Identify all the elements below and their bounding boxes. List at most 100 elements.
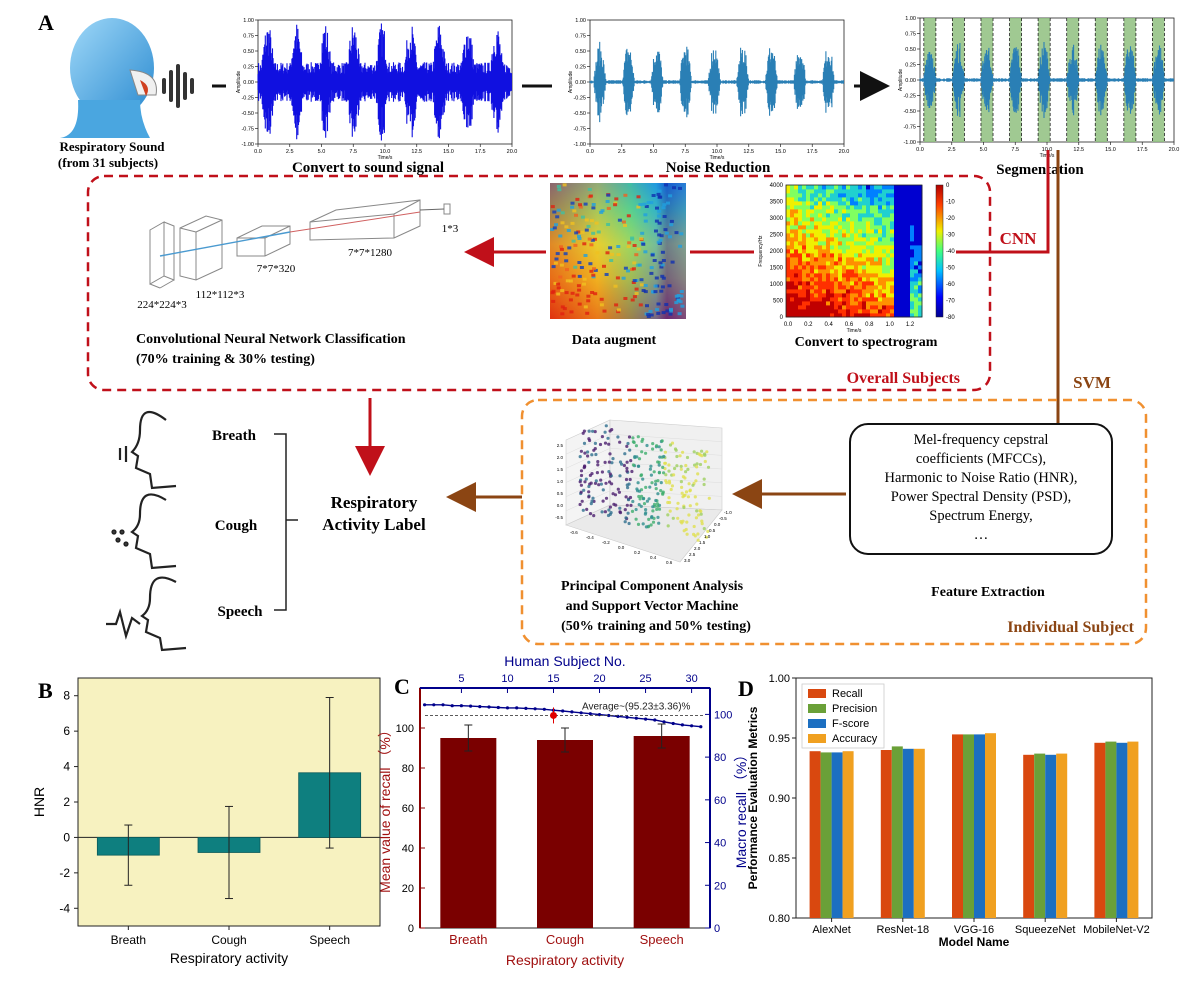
noise-speckle — [556, 292, 561, 296]
pca-3d-scatter-plot: 2.52.01.51.00.50.0-0.5-0.6-0.4-0.20.00.2… — [555, 419, 732, 565]
right-tick-label: 40 — [714, 838, 726, 850]
scatter-point — [582, 429, 587, 433]
noise-speckle — [560, 211, 565, 215]
scatter-point — [625, 460, 629, 464]
noise-speckle — [580, 215, 585, 219]
spectrogram-cell — [898, 229, 903, 234]
spectrogram-cell — [886, 253, 891, 258]
spectrogram-cell — [786, 197, 791, 202]
spectrogram-cell — [882, 269, 887, 274]
spectrogram-cell — [858, 273, 863, 278]
spectrogram-cell — [886, 241, 891, 246]
scatter-point — [616, 487, 620, 491]
noise-speckle — [616, 245, 621, 248]
spectrogram-cell — [854, 213, 859, 218]
spectrogram-cell — [874, 273, 879, 278]
noise-speckle — [589, 245, 594, 249]
noise-speckle — [559, 245, 563, 249]
spectrogram-cell — [874, 269, 879, 274]
macro-recall-point — [561, 709, 565, 713]
spectrogram-cell — [846, 289, 851, 294]
spectrogram-cell — [870, 269, 875, 274]
spectrogram-cell — [866, 249, 871, 254]
noise-speckle — [582, 242, 587, 246]
panel-label-a: A — [38, 10, 54, 35]
spectrogram-cell — [894, 261, 899, 266]
noise-speckle — [586, 294, 591, 298]
spectrogram-cell — [842, 305, 847, 310]
spectrogram-cell — [818, 265, 823, 270]
spectrogram-cell — [914, 229, 919, 234]
noise-speckle — [556, 286, 561, 290]
legend-swatch — [808, 734, 826, 743]
x-tick-label: 5.0 — [650, 149, 658, 155]
noise-speckle — [657, 233, 662, 237]
spectrogram-cell — [834, 229, 839, 234]
x-tick-label: 10.0 — [712, 149, 723, 155]
spectrogram-cell — [814, 285, 819, 290]
spectrogram-cell — [802, 217, 807, 222]
spectrogram-cell — [826, 205, 831, 210]
spectrogram-cell — [910, 281, 915, 286]
spectrogram-cell — [858, 289, 863, 294]
scatter-point — [634, 444, 639, 448]
noise-speckle — [550, 205, 555, 209]
spectrogram-cell — [854, 301, 859, 306]
scatter-point — [667, 469, 671, 473]
spectrogram-cell — [862, 257, 867, 262]
spectrogram-cell — [874, 229, 879, 234]
spectrogram-cell — [898, 197, 903, 202]
noise-speckle — [678, 186, 682, 190]
spectrogram-cell — [818, 185, 823, 190]
noise-speckle — [606, 193, 611, 197]
spectrogram-cell — [862, 313, 867, 318]
noise-speckle — [591, 203, 596, 206]
spectrogram-cell — [910, 289, 915, 294]
scatter-point — [596, 463, 600, 467]
scatter-point — [593, 430, 597, 434]
spectrogram-cell — [918, 217, 923, 222]
spectrogram-cell — [818, 221, 823, 226]
spectrogram-cell — [818, 249, 823, 254]
cnn-path — [990, 150, 1050, 254]
y-tick-label: 4 — [63, 760, 70, 774]
spectrogram-cell — [882, 185, 887, 190]
spectrogram-cell — [834, 209, 839, 214]
spectrogram-cell — [838, 261, 843, 266]
scatter-point — [587, 490, 591, 494]
spectrogram-cell — [918, 201, 923, 206]
scatter-point — [658, 455, 662, 459]
spectrogram-cell — [914, 309, 919, 314]
scatter-point — [700, 522, 704, 526]
spectrogram-cell — [838, 233, 843, 238]
spectrogram-cell — [830, 225, 835, 230]
spectrogram-cell — [794, 285, 799, 290]
x-tick-label: SqueezeNet — [1015, 924, 1076, 936]
cnn-caption-line1: Convolutional Neural Network Classificat… — [136, 332, 406, 347]
y-tick-label: 6 — [63, 724, 70, 738]
spectrogram-cell — [814, 193, 819, 198]
noise-speckle — [606, 206, 611, 210]
spectrogram-cell — [810, 285, 815, 290]
spectrogram-cell — [818, 269, 823, 274]
spectrogram-cell — [858, 305, 863, 310]
spectrogram-cell — [838, 189, 843, 194]
noise-speckle — [590, 238, 595, 242]
spectrogram-cell — [842, 241, 847, 246]
x-tick-label: 0.0 — [586, 149, 594, 155]
spectrogram-cell — [870, 241, 875, 246]
noise-speckle — [617, 218, 622, 222]
spectrogram-cell — [846, 305, 851, 310]
spectrogram-cell — [834, 289, 839, 294]
spectrogram-cell — [918, 289, 923, 294]
spectrogram-cell — [814, 277, 819, 282]
spectrogram-cell — [830, 293, 835, 298]
spectrogram-cell — [898, 205, 903, 210]
spectrogram-cell — [870, 213, 875, 218]
spectrogram-cell — [798, 281, 803, 286]
noise-speckle — [656, 240, 661, 244]
spectrogram-cell — [822, 265, 827, 270]
macro-recall-point — [533, 707, 537, 711]
noise-speckle — [665, 309, 670, 313]
spectrogram-cell — [914, 285, 919, 290]
